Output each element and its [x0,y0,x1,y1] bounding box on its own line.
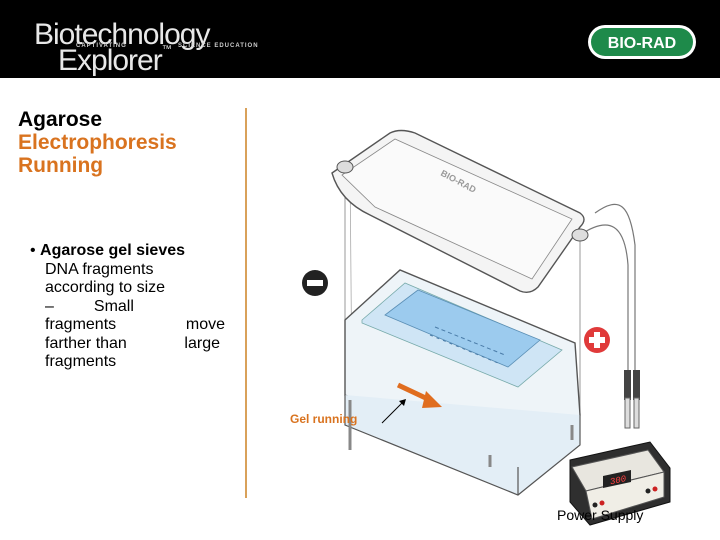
bullet-item: • Agarose gel sieves [30,242,240,261]
gel-chamber-base [345,270,580,495]
gel-running-label: Gel running [290,412,357,426]
logo-text: BIO-RAD [608,35,676,52]
trademark-symbol: ™ [162,44,171,55]
positive-electrode-icon [584,327,610,353]
electrophoresis-diagram: BIO-RAD [250,95,720,535]
title-line-2: Electrophoresis [18,131,177,154]
header-bar: Biotechnology CAPTIVATING SCIENCE EDUCAT… [0,0,720,78]
bullet-line-3: according to size [30,279,240,298]
bullet-list: • Agarose gel sieves DNA fragments accor… [30,242,240,372]
vertical-divider [245,108,247,498]
bullet-line-2: DNA fragments [30,261,240,280]
sub-bullet-line-4: fragments [30,353,240,372]
bio-rad-logo: BIO-RAD [588,25,696,59]
slide-title: Agarose Electrophoresis Running [18,108,177,177]
title-line-1: Agarose [18,108,177,131]
electrode-plugs [624,370,640,428]
negative-electrode-icon [302,270,328,296]
brand-tagline-right: SCIENCE EDUCATION [178,43,259,49]
chamber-lid: BIO-RAD [332,131,588,293]
power-supply-label: Power Supply [557,507,643,523]
sub-bullet-line-1: –Small [30,298,240,317]
title-line-3: Running [18,154,177,177]
brand-name-line2: Explorer™ [58,44,171,78]
